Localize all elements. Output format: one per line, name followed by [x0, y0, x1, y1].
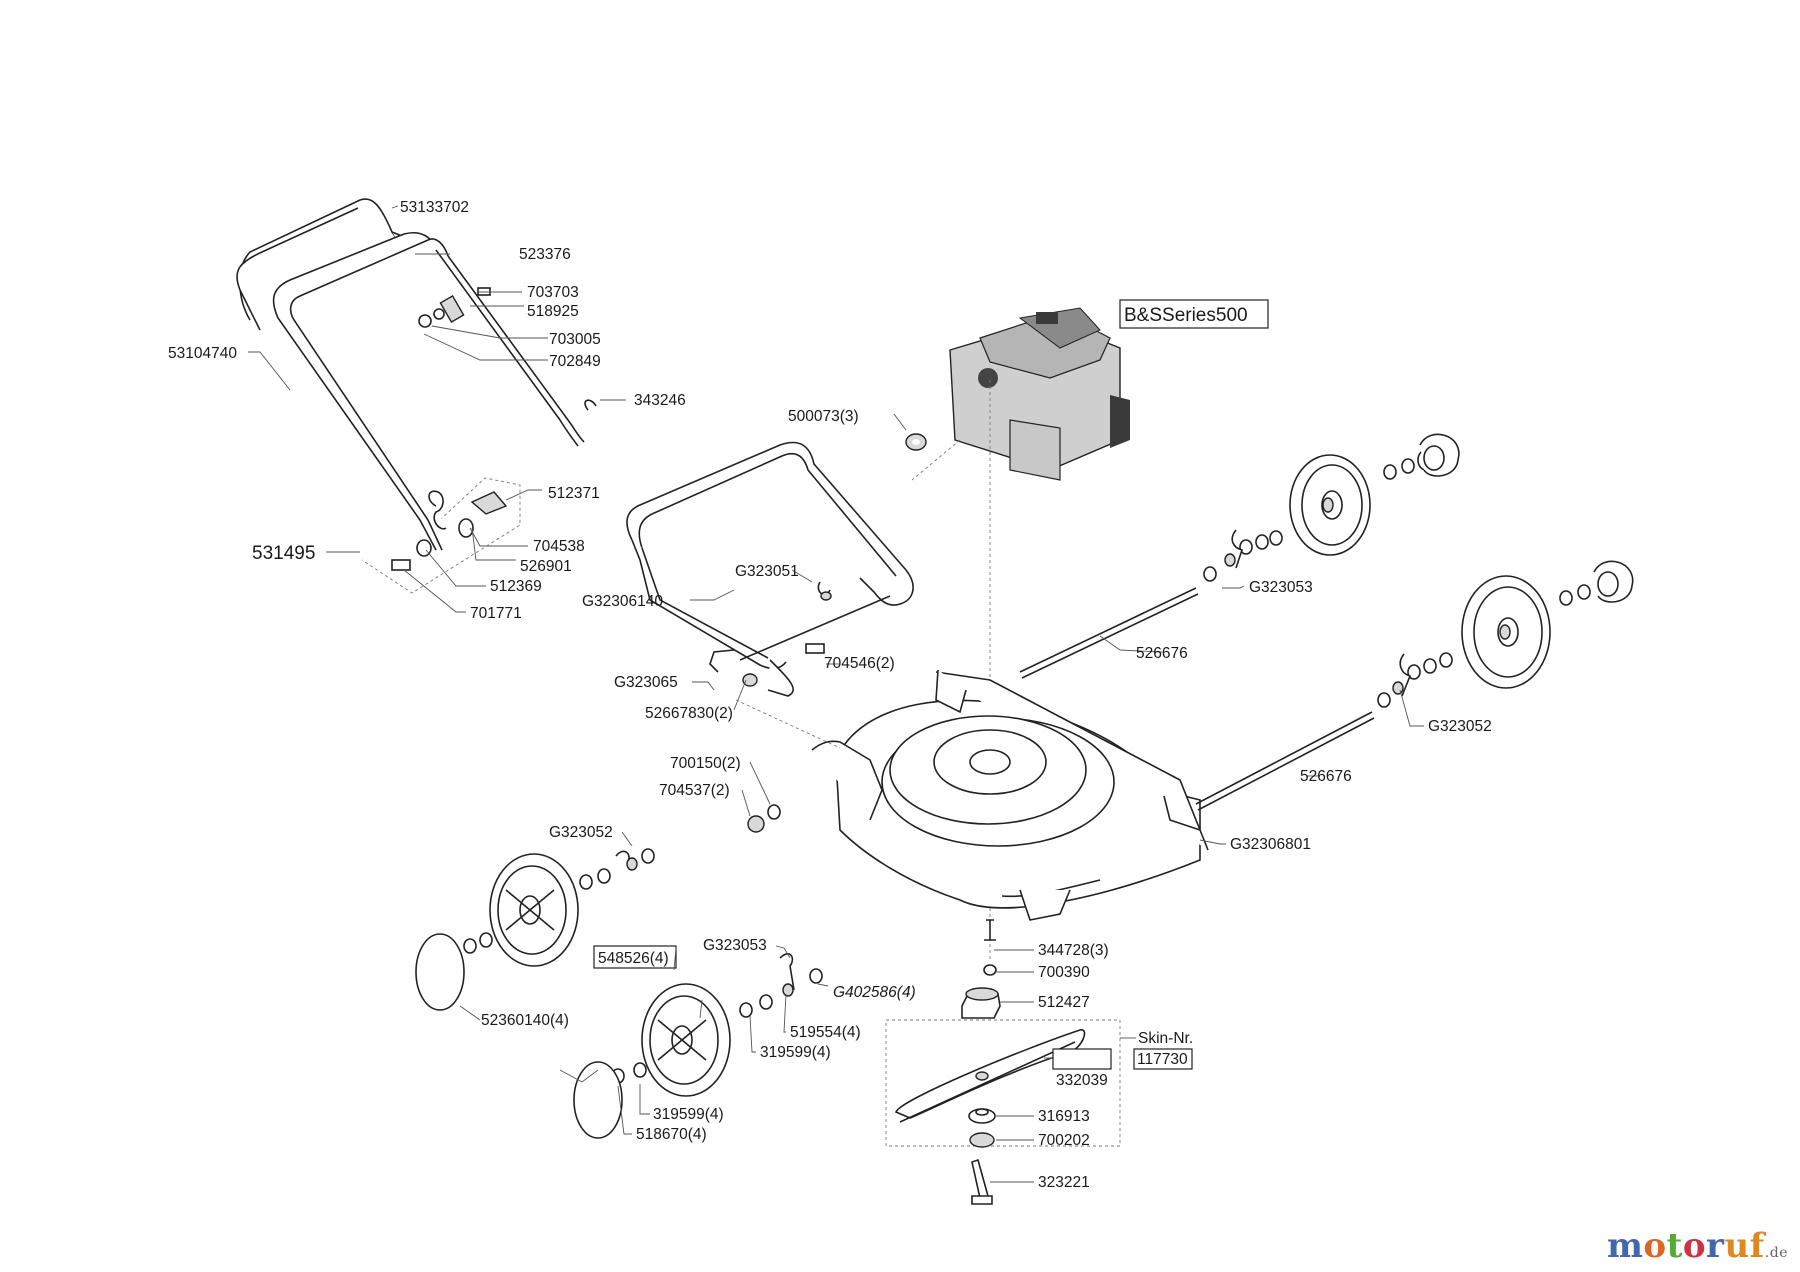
leader-lines [248, 205, 1424, 1183]
handle-clamp-assembly [361, 477, 521, 594]
label-523376: 523376 [519, 246, 571, 263]
label-53104740: 53104740 [168, 345, 237, 362]
label-52360140: 52360140(4) [481, 1012, 569, 1029]
label-701771: 701771 [470, 605, 522, 622]
label-531495: 531495 [252, 543, 315, 564]
skin-number-box [1133, 1048, 1193, 1070]
label-704538: 704538 [533, 538, 585, 555]
watermark-logo: motoruf.de [1606, 1226, 1788, 1266]
label-518670: 518670(4) [636, 1126, 707, 1143]
engine [949, 307, 1130, 481]
label-704546: 704546(2) [824, 655, 895, 672]
handle-fittings [742, 581, 832, 687]
label-G323053-lower: G323053 [703, 937, 767, 954]
label-G32306801: G32306801 [1230, 836, 1311, 853]
label-519554: 519554(4) [790, 1024, 861, 1041]
lower-handle-frame [626, 441, 914, 697]
label-332039: 332039 [1056, 1072, 1108, 1089]
label-700390: 700390 [1038, 964, 1090, 981]
label-319599-upper: 319599(4) [760, 1044, 831, 1061]
label-704537: 704537(2) [659, 782, 730, 799]
handle-cross-rod [709, 595, 891, 673]
part-number-labels: 53133702 523376 703703 518925 53104740 7… [168, 199, 1492, 1191]
rear-wheel-upper [1289, 454, 1371, 556]
label-518925: 518925 [527, 303, 579, 320]
label-548526: 548526(4) [598, 950, 669, 967]
blade-id-box [1052, 1048, 1112, 1070]
label-G323051: G323051 [735, 563, 799, 580]
label-702849: 702849 [549, 353, 601, 370]
label-343246: 343246 [634, 392, 686, 409]
label-344728: 344728(3) [1038, 942, 1109, 959]
label-G32306140: G32306140 [582, 593, 663, 610]
rear-wheel-lower-hardware [1377, 560, 1634, 708]
label-117730: 117730 [1137, 1051, 1188, 1068]
blade-assembly [885, 919, 1121, 1205]
label-526676-lower: 526676 [1300, 768, 1352, 785]
label-52667830: 52667830(2) [645, 705, 733, 722]
label-512371: 512371 [548, 485, 600, 502]
rear-wheel-lower [1461, 575, 1551, 689]
front-axle-lower [1195, 711, 1375, 811]
label-700202: 700202 [1038, 1132, 1090, 1149]
main-handle-bar [272, 232, 585, 551]
label-engine-model: B&SSeries500 [1124, 305, 1248, 326]
deck-nuts [747, 804, 781, 833]
front-wheel-lower-hardware [573, 953, 823, 1139]
label-skin-nr: Skin-Nr. [1138, 1030, 1193, 1047]
label-53133702: 53133702 [400, 199, 469, 216]
label-G323052-left: G323052 [549, 824, 613, 841]
rear-axle-upper [1019, 587, 1199, 679]
label-700150: 700150(2) [670, 755, 741, 772]
label-703005: 703005 [549, 331, 601, 348]
label-G323052-right: G323052 [1428, 718, 1492, 735]
front-wheel-lower [641, 983, 731, 1097]
wheel-id-box [593, 945, 677, 969]
label-G323065: G323065 [614, 674, 678, 691]
label-G323053-upper: G323053 [1249, 579, 1313, 596]
label-512427: 512427 [1038, 994, 1090, 1011]
label-703703: 703703 [527, 284, 579, 301]
label-526676-upper: 526676 [1136, 645, 1188, 662]
label-316913: 316913 [1038, 1108, 1090, 1125]
label-G402586: G402586(4) [833, 984, 916, 1001]
front-wheel-upper-hardware [415, 848, 655, 1011]
front-wheel-upper [489, 853, 579, 967]
label-323221: 323221 [1038, 1174, 1090, 1191]
engine-nut [905, 433, 927, 451]
label-512369: 512369 [490, 578, 542, 595]
rear-wheel-upper-hardware [1203, 433, 1460, 582]
engine-label-box [1119, 299, 1269, 329]
label-319599-lower: 319599(4) [653, 1106, 724, 1123]
label-500073: 500073(3) [788, 408, 859, 425]
label-526901: 526901 [520, 558, 572, 575]
mower-deck [811, 669, 1209, 921]
handle-lever-parts [418, 287, 597, 411]
